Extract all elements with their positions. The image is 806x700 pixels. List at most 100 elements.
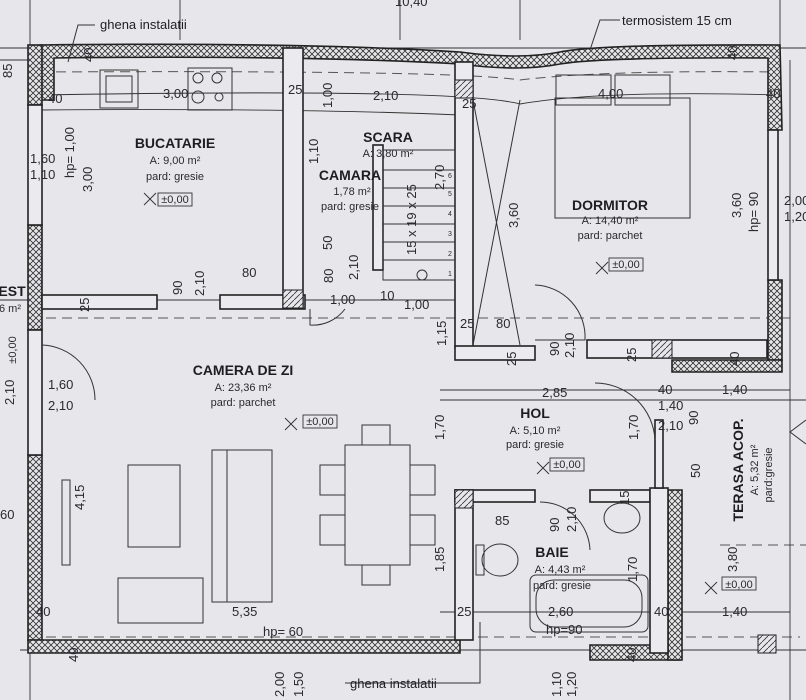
room-level-camera-de-zi: ±0,00 bbox=[306, 416, 333, 428]
room-floor-camera-de-zi: pard: parchet bbox=[211, 397, 276, 409]
room-floor-baie: pard: gresie bbox=[533, 580, 591, 592]
dimension-label: 1,50 bbox=[291, 672, 306, 697]
room-area-baie: A: 4,43 m² bbox=[535, 564, 586, 576]
dimension-label: 1,20 bbox=[564, 672, 579, 697]
dimension-label: 10,40 bbox=[395, 0, 428, 9]
toilet bbox=[481, 543, 519, 577]
stair-step-5: 5 bbox=[448, 191, 452, 198]
dimension-label: 1,40 bbox=[658, 398, 683, 413]
dimension-label: 80 bbox=[242, 265, 256, 280]
room-name-camera-de-zi: CAMERA DE ZI bbox=[193, 362, 294, 378]
dimension-label: 25 bbox=[77, 298, 92, 312]
room-level-hol: ±0,00 bbox=[553, 459, 580, 471]
dimension-label: 40 bbox=[766, 86, 780, 101]
dimension-label: hp= 60 bbox=[263, 624, 303, 639]
dimension-label: 2,10 bbox=[2, 380, 17, 405]
staircase: 1 2 3 4 5 6 bbox=[382, 99, 521, 346]
radiator bbox=[61, 479, 71, 566]
dimension-label: 40 bbox=[725, 46, 740, 60]
dimension-label: 40 bbox=[66, 648, 81, 662]
room-floor-bucatarie: pard: gresie bbox=[146, 171, 204, 183]
dimension-label: 2,00 bbox=[784, 193, 806, 208]
dimension-label: 1,85 bbox=[432, 547, 447, 572]
dimension-label: 90 bbox=[547, 342, 562, 356]
dimension-label: 2,70 bbox=[432, 165, 447, 190]
termosistem-leader bbox=[589, 19, 620, 51]
dimension-label: 2,85 bbox=[542, 385, 567, 400]
dimension-label: 2,10 bbox=[346, 255, 361, 280]
room-name-bucatarie: BUCATARIE bbox=[135, 135, 215, 151]
room-floor-terasa: pard:gresie bbox=[763, 447, 775, 502]
dimension-label: 40 bbox=[624, 648, 639, 662]
room-area-camera-de-zi: A: 23,36 m² bbox=[215, 382, 272, 394]
dimension-label: 90 bbox=[547, 518, 562, 532]
dimension-label: 4,00 bbox=[598, 86, 623, 101]
stair-step-3: 3 bbox=[448, 231, 452, 238]
room-name-hol: HOL bbox=[520, 405, 550, 421]
dimension-label: 3,60 bbox=[729, 193, 744, 218]
left-level-label: ±0,00 bbox=[7, 336, 19, 363]
dimension-label: 25 bbox=[504, 352, 519, 366]
room-level-dormitor: ±0,00 bbox=[612, 259, 639, 271]
dimension-label: 80 bbox=[496, 316, 510, 331]
dimension-label: 3,00 bbox=[163, 86, 188, 101]
room-area-scara: A: 3,80 m² bbox=[363, 148, 414, 160]
dimension-label: 40 bbox=[81, 48, 96, 62]
dimension-label: 15 bbox=[617, 491, 632, 505]
dimension-label: 25 bbox=[624, 348, 639, 362]
dimension-label: 1,10 bbox=[549, 672, 564, 697]
dimension-label: hp= 1,00 bbox=[62, 127, 77, 178]
dimension-label: 1,70 bbox=[625, 557, 640, 582]
dimension-label: 50 bbox=[688, 464, 703, 478]
dimension-label: 50 bbox=[320, 236, 335, 250]
bed bbox=[554, 97, 691, 219]
ghena-instalatii-label-bottom: ghena instalatii bbox=[350, 676, 437, 691]
room-area-dormitor: A: 14,40 m² bbox=[582, 215, 639, 227]
dimension-label: 85 bbox=[495, 513, 509, 528]
ghena-instalatii-label-top: ghena instalatii bbox=[100, 17, 187, 32]
dimension-label: 1,40 bbox=[722, 604, 747, 619]
dimension-label: 40 bbox=[727, 352, 742, 366]
dimension-label: 1,15 bbox=[434, 321, 449, 346]
sofa bbox=[211, 449, 273, 603]
dimension-label: 25 bbox=[462, 96, 476, 111]
dimension-label: 1,00 bbox=[320, 83, 335, 108]
dimension-label: hp=90 bbox=[546, 622, 583, 637]
dimension-label: 15 x 19 x 25 bbox=[404, 184, 419, 255]
room-level-terasa: ±0,00 bbox=[725, 579, 752, 591]
room-name-est: EST bbox=[0, 283, 26, 299]
stove bbox=[187, 67, 233, 111]
dimension-label: 2,10 bbox=[564, 507, 579, 532]
room-name-baie: BAIE bbox=[535, 544, 568, 560]
kitchen-sink bbox=[99, 69, 139, 109]
dimension-label: 25 bbox=[288, 82, 302, 97]
furniture bbox=[61, 67, 806, 633]
room-name-terasa: TERASA ACOP. bbox=[730, 419, 746, 522]
dimension-label: 1,40 bbox=[722, 382, 747, 397]
dimension-label: 25 bbox=[457, 604, 471, 619]
room-area-hol: A: 5,10 m² bbox=[510, 425, 561, 437]
dimension-label: 40 bbox=[654, 604, 668, 619]
dimension-label: 1,00 bbox=[404, 297, 429, 312]
dimension-label: 2,10 bbox=[562, 333, 577, 358]
ghena-leader-top bbox=[67, 24, 95, 63]
room-area-est: 6 m² bbox=[0, 303, 21, 315]
dimension-label: 40 bbox=[36, 604, 50, 619]
dimension-label: 90 bbox=[170, 281, 185, 295]
room-name-dormitor: DORMITOR bbox=[572, 197, 648, 213]
room-name-camara: CAMARA bbox=[319, 167, 381, 183]
room-floor-hol: pard: gresie bbox=[506, 439, 564, 451]
dimension-label: 2,10 bbox=[658, 418, 683, 433]
interior-walls bbox=[27, 47, 779, 654]
dimension-label: 40 bbox=[48, 91, 62, 106]
dimension-label: 1,20 bbox=[784, 209, 806, 224]
dimension-label: 90 bbox=[686, 411, 701, 425]
dimension-label: 40 bbox=[658, 382, 672, 397]
termosistem-label: termosistem 15 cm bbox=[622, 13, 732, 28]
dining-table bbox=[344, 444, 411, 566]
dimension-label: 2,60 bbox=[548, 604, 573, 619]
room-floor-camara: pard: gresie bbox=[321, 201, 379, 213]
dimension-label: 1,60 bbox=[48, 377, 73, 392]
